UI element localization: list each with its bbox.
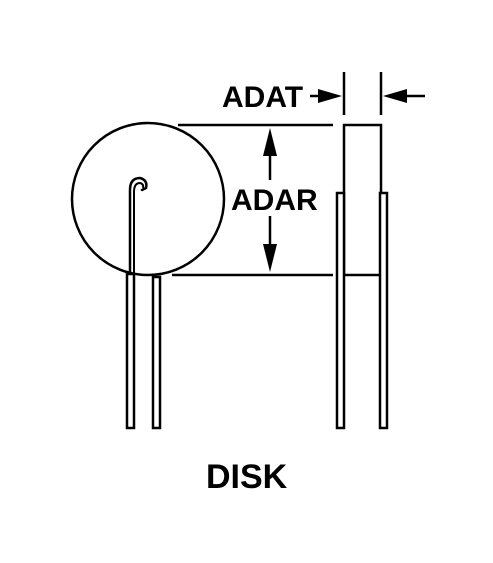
- diameter-arrow-up: [263, 128, 277, 156]
- thickness-label: ADAT: [222, 81, 303, 114]
- thickness-arrow-right: [383, 89, 407, 103]
- disk-body-front: [70, 121, 226, 277]
- left-lead-hook: [128, 176, 148, 276]
- diameter-arrow-down: [263, 244, 277, 272]
- right-lead: [151, 275, 162, 430]
- diameter-label: ADAR: [231, 184, 318, 217]
- thickness-arrow-left: [318, 89, 342, 103]
- left-lead-hook-inner: [133, 181, 145, 274]
- side-lead-right: [378, 191, 389, 430]
- disk-body-side: [342, 123, 383, 277]
- left-lead: [125, 272, 136, 430]
- side-lead-left: [335, 191, 346, 430]
- caption-label: DISK: [206, 458, 288, 496]
